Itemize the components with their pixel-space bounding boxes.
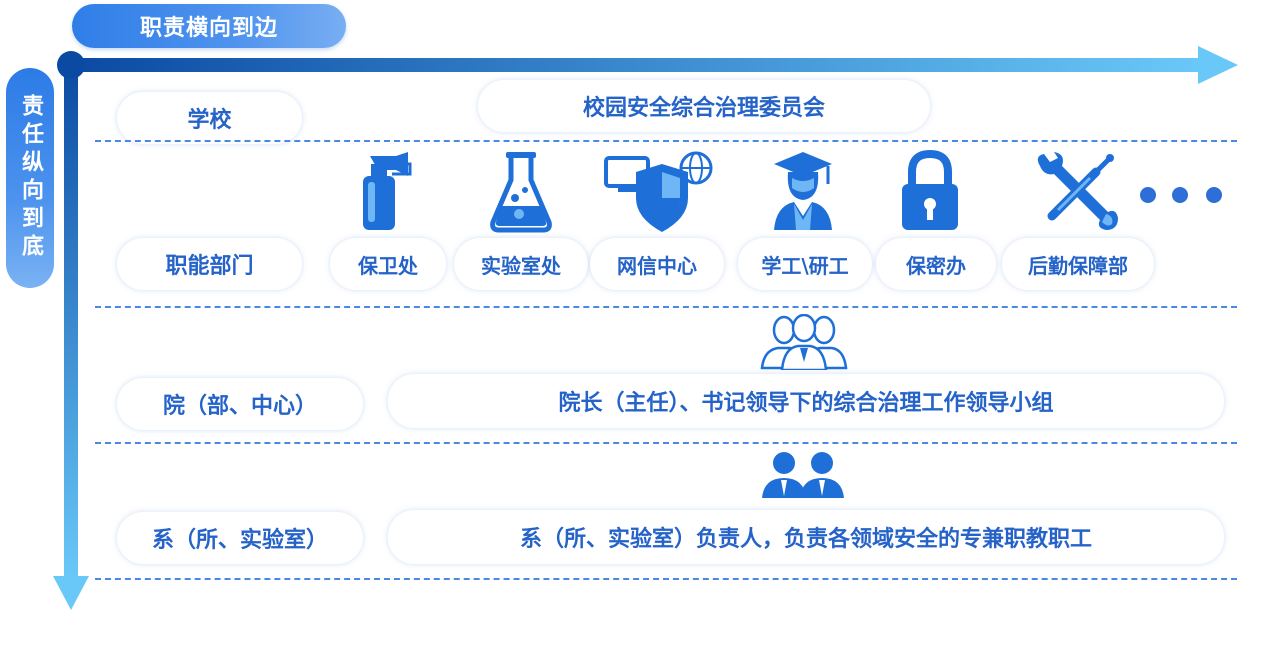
- dept-student-affairs: 学工\研工: [738, 238, 872, 290]
- graduate-icon: [770, 150, 836, 234]
- row-label-college: 院（部、中心）: [117, 378, 363, 430]
- ellipsis-icon: [1140, 187, 1156, 203]
- horizontal-axis-line: [70, 58, 1200, 72]
- two-people-icon: [760, 450, 848, 498]
- ellipsis-icon: [1172, 187, 1188, 203]
- divider-3: [95, 442, 1237, 444]
- flask-icon: [489, 150, 553, 234]
- ellipsis-icon: [1206, 187, 1222, 203]
- network-shield-icon: [604, 150, 716, 234]
- school-committee: 校园安全综合治理委员会: [478, 80, 930, 132]
- divider-4: [95, 578, 1237, 580]
- dept-lab: 实验室处: [454, 238, 588, 290]
- dept-logistics: 后勤保障部: [1002, 238, 1154, 290]
- dept-network-center: 网信中心: [590, 238, 724, 290]
- dept-confidentiality: 保密办: [876, 238, 996, 290]
- horizontal-arrow-head: [1198, 46, 1238, 84]
- row-label-school: 学校: [117, 92, 302, 144]
- divider-2: [95, 306, 1237, 308]
- vertical-axis-label: 责任纵向到底: [6, 68, 54, 288]
- vertical-axis-line: [64, 64, 78, 578]
- college-leadership-group: 院长（主任）、书记领导下的综合治理工作领导小组: [388, 374, 1224, 428]
- axis-origin: [57, 51, 85, 79]
- row-label-department: 系（所、实验室）: [117, 512, 363, 564]
- tools-icon: [1030, 150, 1120, 234]
- row-label-functional: 职能部门: [117, 238, 302, 290]
- department-staff: 系（所、实验室）负责人，负责各领域安全的专兼职教职工: [388, 510, 1224, 564]
- horizontal-axis-label: 职责横向到边: [72, 4, 346, 48]
- padlock-icon: [898, 150, 962, 234]
- vertical-arrow-head: [53, 576, 89, 610]
- group-icon: [760, 314, 848, 370]
- fire-extinguisher-icon: [356, 150, 426, 234]
- divider-1: [95, 140, 1237, 142]
- dept-security: 保卫处: [330, 238, 446, 290]
